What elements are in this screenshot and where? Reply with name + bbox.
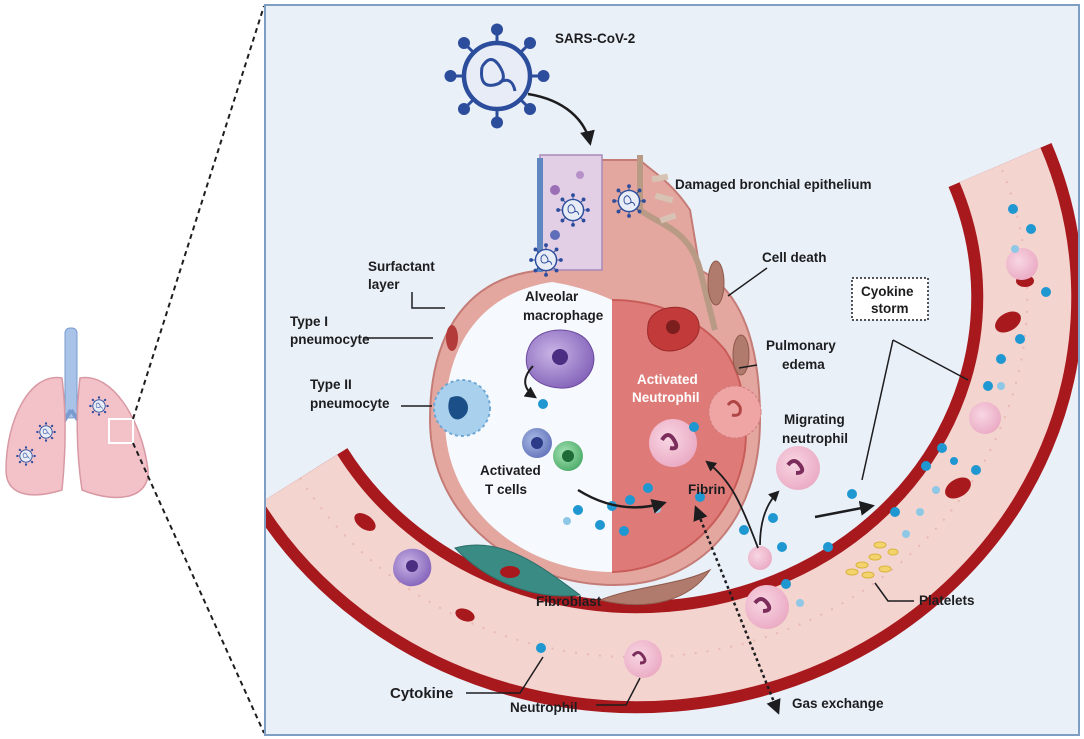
t-cells [522,428,583,471]
virus-entry-arrow [527,92,595,146]
label-gas-exchange: Gas exchange [792,696,884,711]
label-fibrin: Fibrin [688,482,726,497]
label-surfactant-2: layer [368,277,400,292]
label-tcells-1: Activated [480,463,541,478]
monocyte-vessel [393,548,432,587]
damaged-epithelium [637,155,750,376]
vessel-cells [354,248,1038,678]
label-storm-1: Cyokine [861,284,914,299]
label-neutrophil: Neutrophil [510,700,578,715]
cytokine-storm-arrow [814,500,875,519]
label-cell-death: Cell death [762,250,827,265]
label-macrophage-1: Alveolar [525,289,579,304]
neutrophil-vessel-3 [969,402,1001,434]
label-cytokine: Cytokine [390,685,453,702]
trachea [64,327,78,419]
label-migrating-2: neutrophil [782,431,848,446]
right-lung [76,376,149,499]
lung-thumbnail [5,327,149,499]
gas-exchange-arrow [693,505,781,715]
label-type2-2: pneumocyte [310,396,390,411]
storm-box [851,277,929,321]
label-edema-1: Pulmonary [766,338,836,353]
label-surfactant-1: Surfactant [368,259,435,274]
label-macrophage-2: macrophage [523,308,604,323]
virus-damaged-epithelium [611,183,647,219]
label-virus: SARS-CoV-2 [555,31,635,46]
macrophage-arrow [523,365,537,399]
type2-pneumocyte [433,379,491,437]
activated-neutrophil [649,419,697,467]
leader-lines [363,267,969,706]
label-type1-2: pneumocyte [290,332,370,347]
zoom-line-bottom [132,442,265,734]
label-storm-2: storm [871,301,909,316]
label-fibroblast: Fibroblast [536,594,602,609]
blood-vessel [266,143,1078,714]
label-platelets: Platelets [919,593,975,608]
label-neutrophil-act-1: Activated [637,372,698,387]
zoom-box [108,418,134,444]
edema-cell [708,385,762,439]
virus-epithelium-1 [555,192,591,228]
tcell-arrow [577,488,667,514]
label-tcells-2: T cells [485,482,527,497]
zoom-line-top [132,5,265,420]
label-neutrophil-act-2: Neutrophil [632,390,700,405]
left-lung [5,376,66,496]
platelets-cluster [845,541,899,579]
alveolar-cell-top [647,306,700,352]
sars-cov-2-virus [446,25,548,127]
alveolar-macrophage [525,329,595,389]
label-type1-1: Type I [290,314,328,329]
type1-pneumocyte-nucleus [446,325,458,351]
virus-epithelium-2 [528,242,564,278]
neutrophil-vessel-2 [1006,248,1038,280]
label-migrating-1: Migrating [784,412,845,427]
cytokine-dots-light [563,245,1019,607]
migrating-neutrophil [776,446,820,490]
label-edema-2: edema [782,357,825,372]
neutrophil-vessel [624,640,662,678]
label-type2-1: Type II [310,377,352,392]
label-damaged-epithelium: Damaged bronchial epithelium [675,177,872,192]
